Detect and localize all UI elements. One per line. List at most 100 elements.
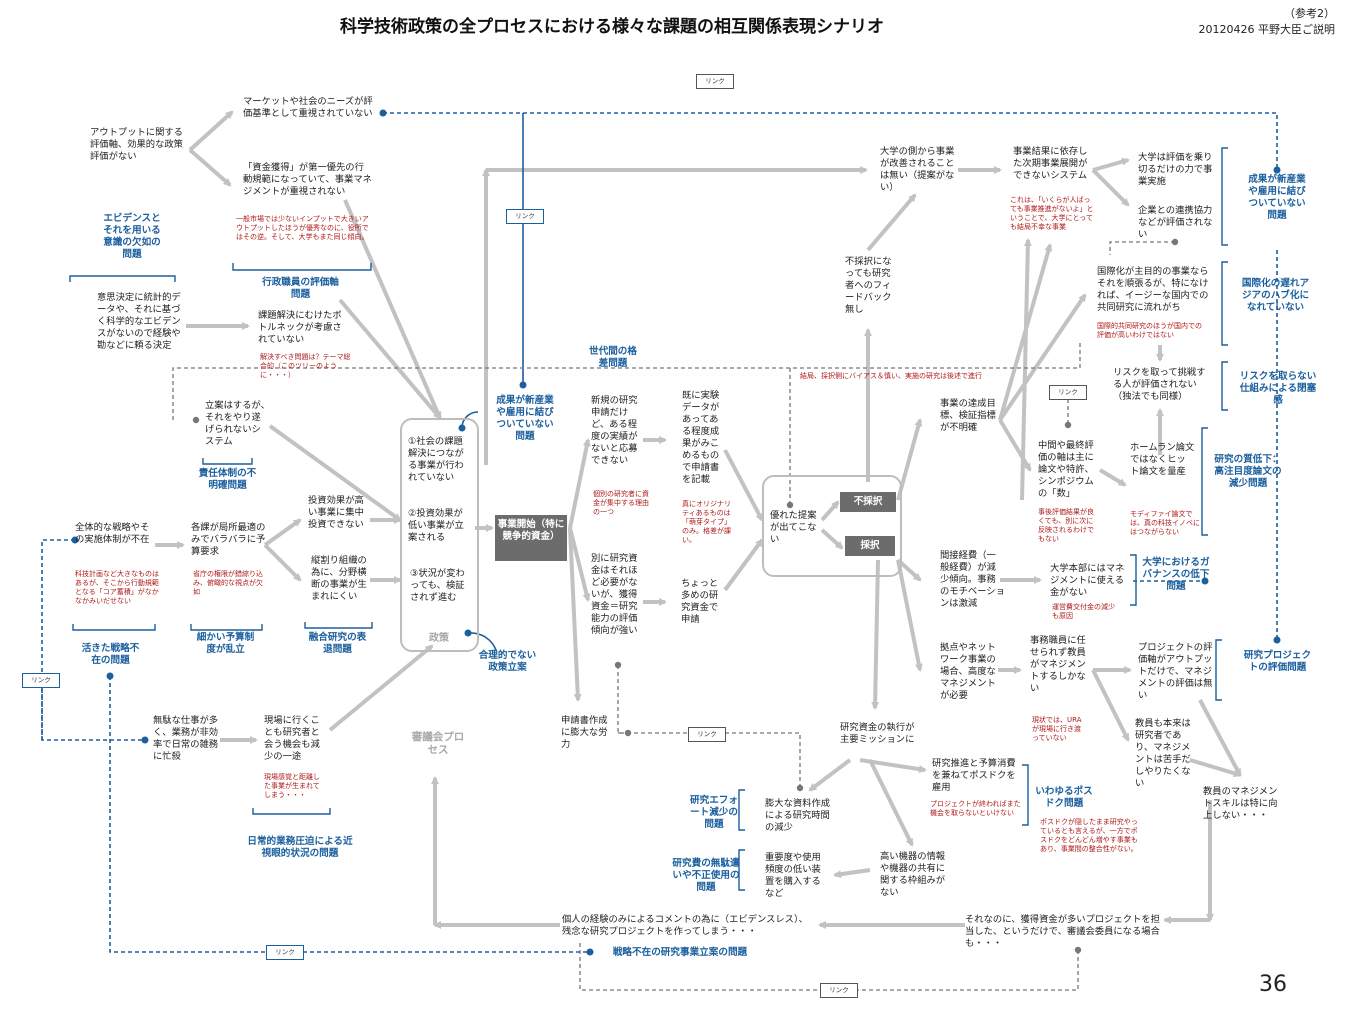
node-postdoc: 研究推進と予算消費を兼ねてポスドクを雇用 <box>932 758 1016 793</box>
node-busy: 無駄な仕事が多く、業務が非効率で日常の雑務に忙殺 <box>153 715 219 762</box>
note-univ-mgmt: 運営費交付金の減少も原因 <box>1052 603 1115 620</box>
note-after-project: これは、「いくらが人ばっても事業推進がないよ」ということで、大学にとっても結局不… <box>1010 196 1094 231</box>
node-network: 拠点やネットワーク事業の場合、高度なマネジメントが必要 <box>940 642 996 701</box>
label-irrational: 合理的でない政策立案 <box>478 650 537 673</box>
note-already: 真にオリジナリティあるものは「萌芽タイプ」のみ。格差が課い。 <box>682 500 731 544</box>
node-global: 国際化が主目的の事業ならそれを順張るが、特になければ、イージーな国内での共同研究… <box>1097 266 1209 313</box>
reject-box: 不採択 <box>840 492 896 512</box>
label-postdoc: いわゆるポスドク問題 <box>1035 786 1093 809</box>
node-policy-1: ①社会の課題解決につながる事業が行われていない <box>408 436 464 483</box>
node-docs: 膨大な資料作成による研究時間の減少 <box>765 798 831 833</box>
node-vertical: 縦割り組織の為に、分野横断の事業が生まれにくい <box>311 555 367 602</box>
label-risk-lock: リスクを取らない仕組みによる閉塞感 <box>1239 371 1317 406</box>
node-teacher-mgmt: 教員のマネジメントスキルは特に向上しない・・・ <box>1203 786 1278 821</box>
node-home-run: ホームラン論文ではなくヒット論文を量産 <box>1130 442 1195 477</box>
selection-box <box>762 475 902 577</box>
node-reviewer: それなのに、獲得資金が多いプロジェクトを担当した、というだけで、審議会委員になる… <box>965 914 1160 949</box>
node-personal: 個人の経験のみによるコメントの為に（エビデンスレス）、残念な研究プロジェクトを作… <box>562 914 808 937</box>
note-postdoc: プロジェクトが終わればまた機会を取らないといけない <box>930 800 1021 817</box>
link-box-top[interactable]: リンク <box>696 74 734 89</box>
node-univ-eval: 大学は評価を乗り切るだけの力で事業実施 <box>1138 152 1213 187</box>
label-evidence: エビデンスとそれを用いる意識の欠如の問題 <box>103 213 161 260</box>
note-global: 国際的共同研究のほうが国内での評価が高いわけではない <box>1097 322 1202 339</box>
note-strategy: 科技計画など大きなものはあるが、そこから行動規範となる「コア蓄積」がなかなかみい… <box>75 570 159 605</box>
label-governance: 大学におけるガバナンスの低下問題 <box>1142 557 1210 592</box>
note-mid-eval: 事後評価結果が良くても、別に次に反映されるわけでもない <box>1038 508 1094 543</box>
node-separate: 別に研究資金はそれほど必要がないが、獲得資金＝研究能力の評価傾向が強い <box>591 553 638 636</box>
node-equipment-high: 高い機器の情報や機器の共有に関する枠組みがない <box>880 851 946 898</box>
node-indirect: 間接経費（一般経費）が減少傾向。事務のモチベーションは激減 <box>940 550 1005 609</box>
label-admin-eval: 行政職員の評価軸問題 <box>262 277 339 300</box>
note-ministry: 省庁の権限が錯綜り込み、俯瞰的な視点が欠如 <box>193 570 263 596</box>
link-box-footer[interactable]: リンク <box>820 983 858 998</box>
label-fusion: 融合研究の表退問題 <box>308 632 367 655</box>
node-ministry-budget: 各課が局所最適のみでバラバラに予算要求 <box>191 522 266 557</box>
node-invest-low: 投資効果が高い事業に集中投資できない <box>308 495 364 530</box>
note-new-apply: 個別の研究者に資金が集中する理由の一つ <box>593 490 649 516</box>
accept-box: 採択 <box>845 536 895 556</box>
policy-box <box>400 418 479 652</box>
label-responsibility: 責任体制の不明確問題 <box>198 468 257 491</box>
note-home-run: モディファイ論文では、真の科技イノベにはつながらない <box>1130 510 1200 536</box>
label-council: 審議会プロセス <box>411 731 465 756</box>
node-site: 現場に行くことも研究者と会う機会も減少の一途 <box>264 715 320 762</box>
node-policy-2: ②投資効果が低い事業が立案される <box>408 508 464 543</box>
node-new-apply: 新規の研究申請だけど、ある程度の実績がないと応募できない <box>591 395 638 466</box>
label-result-link-mid: 成果が新産業や雇用に結びついていない問題 <box>496 395 554 442</box>
label-waste: 研究費の無駄遣いや不正使用の問題 <box>672 858 740 893</box>
node-risk: リスクを取って挑戦する人が評価されない（独法でも同様） <box>1113 367 1206 402</box>
node-funding-first: 「資金獲得」が第一優先の行動規範になっていて、事業マネジメントが重視されない <box>243 162 372 197</box>
node-mid-eval: 中間や最終評価の軸は主に論文や特許、シンポジウムの「数」 <box>1038 440 1094 499</box>
note-site: 現場感覚と距離した事業が生まれてしまう・・・ <box>264 773 320 799</box>
label-policy: 政策 <box>429 633 449 644</box>
node-already: 既に実験データがあってある程度成果がみこめるもので申請書を記載 <box>682 390 720 485</box>
link-box-bottom[interactable]: リンク <box>266 945 304 960</box>
link-box-mid[interactable]: リンク <box>506 209 544 224</box>
node-paper-work: 申請書作成に膨大な労力 <box>561 715 608 750</box>
date-label: 20120426 平野大臣ご説明 <box>1198 23 1335 36</box>
label-quality: 研究の質低下：高注目度論文の減少問題 <box>1214 454 1282 489</box>
project-start-box: 事業開始（特に競争的資金） <box>495 515 567 561</box>
label-result-link-top: 成果が新産業や雇用に結びついていない問題 <box>1248 174 1306 221</box>
label-strategy-absent-bottom: 戦略不在の研究事業立案の問題 <box>612 947 748 958</box>
node-good-proposal: 優れた提案が出てこない <box>770 510 817 545</box>
page-title: 科学技術政策の全プロセスにおける様々な課題の相互関係表現シナリオ <box>340 17 884 37</box>
link-box-left[interactable]: リンク <box>22 673 60 688</box>
link-box-right[interactable]: リンク <box>1049 385 1087 400</box>
node-staff: 事務職員に任せられず教員がマネジメントするしかない <box>1030 635 1086 694</box>
note-market: 一般市場では少ないインプットで大きいアウトプットしたほうが優秀なのに、役所ではそ… <box>236 215 369 241</box>
node-market-needs: マーケットや社会のニーズが評価基準として重視されていない <box>243 96 373 119</box>
node-after-project: 事業結果に依存した次期事業展開ができないシステム <box>1013 146 1088 181</box>
header-meta: （参考2） 20120426 平野大臣ご説明 <box>1199 6 1335 38</box>
node-mission: 研究資金の執行が主要ミッションに <box>840 722 915 745</box>
node-strategy: 全体的な戦略やその実施体制が不在 <box>75 522 150 545</box>
label-strategy-absent: 活きた戦略不在の問題 <box>81 643 140 666</box>
note-staff: 現状では、URAが現場に行き渡っていない <box>1032 716 1082 742</box>
node-equipment-low: 重要度や使用頻度の低い装置を購入するなど <box>765 852 821 899</box>
label-daily: 日常的業務圧迫による近視眼的状況の問題 <box>247 836 353 859</box>
node-teacher: 教員も本来は研究者であり、マネジメントは苦手だしやりたくない <box>1135 718 1191 789</box>
node-achieve: 事業の達成目標、検証指標が不明確 <box>940 398 996 433</box>
note-postdoc-2: ポスドクが隠したまま研究やっているとも言えるが、一方でポスドクをどんどん増やす事… <box>1040 818 1138 853</box>
reference-label: （参考2） <box>1284 7 1335 20</box>
label-effort: 研究エフォート減少の問題 <box>690 795 738 830</box>
label-proj-eval: 研究プロジェクトの評価問題 <box>1243 650 1312 673</box>
page-number: 36 <box>1259 972 1287 997</box>
node-bottleneck: 課題解決にむけたボトルネックが考慮されていない <box>258 310 342 345</box>
node-univ-mgmt: 大学本部にはマネジメントに使える金がない <box>1050 563 1125 598</box>
node-univ-collab: 企業との連携協力などが評価されない <box>1138 205 1213 240</box>
label-global-asia: 国際化の遅れアジアのハブ化になれていない <box>1241 278 1310 313</box>
node-no-feedback: 不採択になっても研究者へのフィードバック無し <box>845 256 892 315</box>
node-small: ちょっと多めの研究資金で申請 <box>681 578 719 625</box>
label-generation: 世代間の格差問題 <box>589 346 637 369</box>
note-top-bias: 結局、採択側にバイアス＆慎い、実施の研究は後述で進行 <box>800 372 982 380</box>
node-decision: 意思決定に統計的データや、それに基づく科学的なエビデンスがないので経験や勘などに… <box>97 292 181 351</box>
node-proj-eval: プロジェクトの評価軸がアウトプットだけで、マネジメントの評価は無い <box>1138 642 1213 701</box>
node-output-eval: アウトプットに関する評価軸、効果的な政策評価がない <box>90 127 183 162</box>
label-budget-scatter: 細かい予算制度が乱立 <box>196 632 255 655</box>
link-box-apply[interactable]: リンク <box>688 727 726 742</box>
node-plan-no-follow: 立案はするが、それをやり遂げられないシステム <box>205 400 270 447</box>
node-policy-3: ③状況が変わっても、検証されず進む <box>410 568 465 603</box>
